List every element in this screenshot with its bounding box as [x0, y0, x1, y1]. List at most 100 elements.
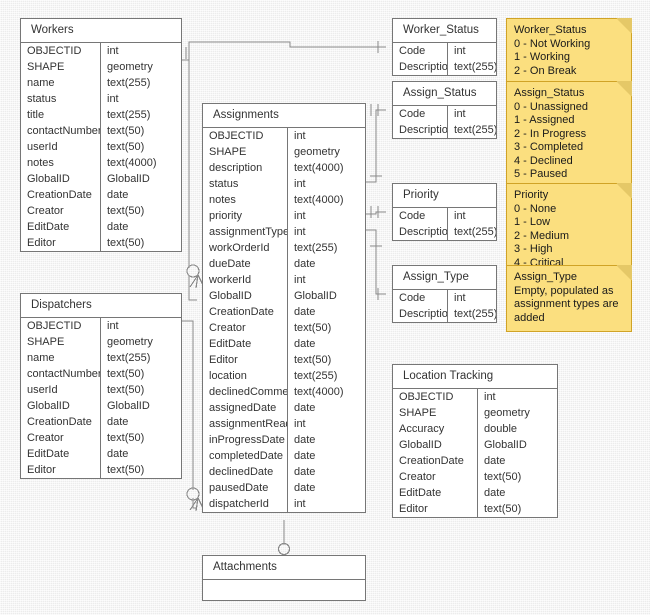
field-name: workOrderId [203, 240, 288, 256]
field-type: date [294, 306, 316, 318]
entity-title: Location Tracking [393, 365, 557, 389]
field-type: geometry [484, 407, 530, 419]
field-name: status [21, 91, 101, 107]
note-line: 4 - Declined [514, 154, 573, 167]
entity-priority[interactable]: Priority CodeintDescriptiontext(255) [392, 183, 497, 241]
field-type: date [294, 402, 316, 414]
entity-assign-status[interactable]: Assign_Status CodeintDescriptiontext(255… [392, 81, 497, 139]
note-line: 0 - Unassigned [514, 100, 588, 113]
field-type: date [107, 448, 129, 460]
table-row: Creator text(50) [21, 203, 181, 219]
field-name: OBJECTID [21, 43, 101, 59]
field-name: Accuracy [393, 421, 478, 437]
table-row: declinedCommenttext(4000) [203, 384, 365, 400]
field-type: int [294, 418, 306, 430]
field-type: geometry [294, 146, 340, 158]
field-name: Code [393, 290, 448, 306]
note-line: Empty, populated as [514, 284, 614, 297]
field-name: Editor [21, 462, 101, 478]
field-name: Description [393, 224, 448, 240]
field-type: int [107, 93, 119, 105]
field-name: Creator [21, 203, 101, 219]
wire-dispatchers-assignments [192, 498, 197, 509]
field-type: text(50) [107, 205, 145, 217]
field-name: EditDate [21, 219, 101, 235]
field-name: SHAPE [393, 405, 478, 421]
field-type: text(255) [107, 77, 151, 89]
field-type: text(4000) [107, 157, 157, 169]
field-type: text(255) [294, 370, 338, 382]
field-type: date [294, 466, 316, 478]
field-type: date [107, 189, 129, 201]
field-type: int [294, 178, 306, 190]
note-line: 0 - None [514, 202, 557, 215]
field-type: date [294, 338, 316, 350]
field-name: Editor [393, 501, 478, 517]
entity-worker-status[interactable]: Worker_Status CodeintDescriptiontext(255… [392, 18, 497, 76]
field-name: pausedDate [203, 480, 288, 496]
entity-assign-type[interactable]: Assign_Type CodeintDescriptiontext(255) [392, 265, 497, 323]
table-row: SHAPE geometry [393, 405, 557, 421]
field-type: GlobalID [294, 290, 337, 302]
field-name: Creator [393, 469, 478, 485]
field-type: date [294, 434, 316, 446]
wire-workers-worker-status [181, 41, 386, 61]
wire-dispatchers-bus [181, 320, 194, 490]
field-type: text(255) [107, 352, 151, 364]
field-type: int [484, 391, 496, 403]
note-title: Assign_Type [514, 271, 577, 283]
table-row: status int [21, 91, 181, 107]
wire-assignments-assign-status [366, 109, 386, 183]
entity-attachments[interactable]: Attachments [202, 555, 366, 601]
field-name: GlobalID [21, 171, 101, 187]
field-name: GlobalID [21, 398, 101, 414]
field-type: GlobalID [107, 173, 150, 185]
note-line: 3 - Completed [514, 141, 584, 153]
note-line: 3 - High [514, 243, 553, 255]
entity-title: Worker_Status [393, 19, 496, 43]
field-name: inProgressDate [203, 432, 288, 448]
field-name: title [21, 107, 101, 123]
field-type: int [454, 292, 466, 304]
field-name: location [203, 368, 288, 384]
entity-title: Assignments [203, 104, 365, 128]
field-name: Editor [203, 352, 288, 368]
field-type: text(50) [107, 237, 145, 249]
field-type: text(50) [107, 368, 145, 380]
entity-title: Dispatchers [21, 294, 181, 318]
field-name: Code [393, 106, 448, 122]
note-line: 1 - Working [514, 51, 571, 63]
field-type: text(4000) [294, 386, 344, 398]
field-type: text(4000) [294, 194, 344, 206]
field-type: int [107, 45, 119, 57]
field-type: text(255) [454, 226, 496, 238]
field-name: Creator [21, 430, 101, 446]
entity-fields [203, 580, 365, 600]
